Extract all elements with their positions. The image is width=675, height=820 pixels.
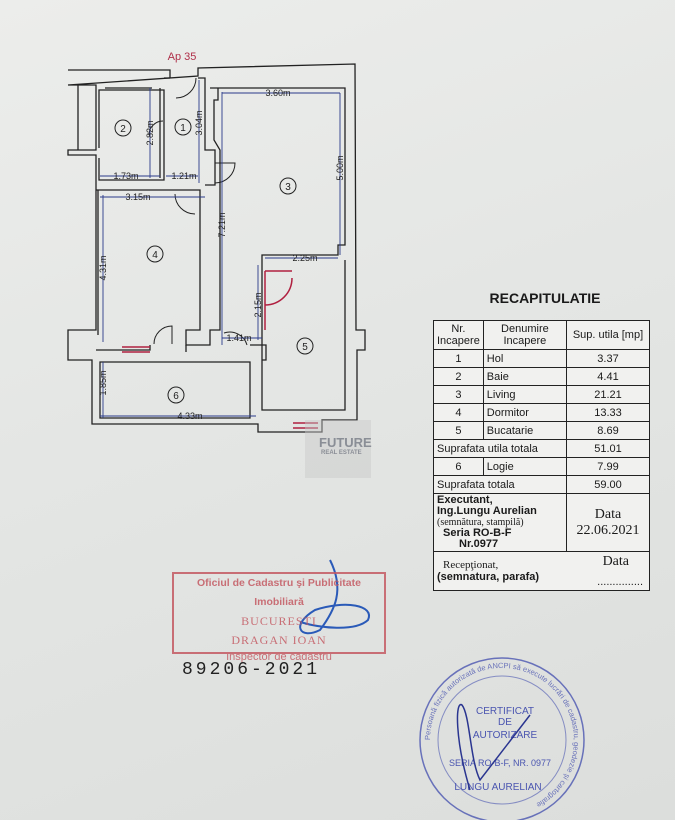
header-name: Denumire Incapere: [482, 320, 568, 350]
certificate-stamp: Persoană fizică autorizată de ANCPI să e…: [419, 657, 585, 820]
executant-nr: Nr.0977: [459, 538, 499, 550]
dim-living-height: 5.00m: [335, 155, 345, 180]
useful-total-value: 51.01: [566, 439, 650, 458]
dim-passage-width: 1.41m: [226, 333, 251, 343]
total-label: Suprafata totala: [433, 475, 567, 494]
walls: [67, 63, 366, 433]
date-label: Data: [594, 506, 622, 522]
doors: [148, 77, 248, 346]
dim-living-depth: 7.21m: [217, 212, 227, 237]
received-row: Recepţionat, (semnatura, parafa) Data ..…: [433, 551, 650, 591]
dim-kitchen-width: 2.25m: [292, 253, 317, 263]
room-number-1: 1: [180, 123, 186, 134]
signature-certificate: [456, 703, 531, 791]
cell-area: 4.41: [566, 367, 650, 386]
ocpi-stamp: Oficiul de Cadastru şi Publicitate Imobi…: [172, 572, 386, 663]
dim-bath-height: 2.82m: [145, 120, 155, 145]
apartment-label: Ap 35: [168, 51, 197, 63]
cell-area: 3.37: [566, 349, 650, 368]
ocpi-line-3: DRAGAN IOAN: [231, 633, 327, 647]
cell-name: Dormitor: [482, 403, 568, 422]
cell-name: Hol: [482, 349, 568, 368]
cell-name: Baie: [482, 367, 568, 386]
stamp-line-5: LUNGU AURELIAN: [454, 782, 541, 793]
received-date-label: Data: [602, 554, 629, 569]
header-nr: Nr. Incapere: [433, 320, 484, 350]
cell-nr: 2: [433, 367, 484, 386]
received-date-value: ...............: [597, 576, 643, 588]
dim-hall-width: 1.21m: [171, 171, 196, 181]
cell-name: Logie: [482, 457, 568, 476]
room-number-6: 6: [173, 391, 179, 402]
cell-area: 13.33: [566, 403, 650, 422]
room-number-4: 4: [152, 250, 158, 261]
room-number-2: 2: [120, 124, 126, 135]
executant-series: Seria RO-B-F: [443, 527, 512, 539]
room-number-3: 3: [285, 182, 291, 193]
dim-living-width: 3.60m: [265, 88, 290, 98]
dim-loggia-height: 1.85m: [98, 370, 108, 395]
recap-title: RECAPITULATIE: [489, 290, 601, 306]
stamp-line-1: CERTIFICAT: [476, 706, 534, 717]
cell-area: 7.99: [566, 457, 650, 476]
recap-table: Nr. Incapere Denumire Incapere Sup. util…: [433, 320, 650, 591]
dim-bedroom-width: 3.15m: [125, 192, 150, 202]
dim-bath-width: 1.73m: [113, 171, 138, 181]
watermark-line-1: FUTURE: [319, 435, 372, 450]
dim-loggia-width: 4.33m: [177, 411, 202, 421]
ocpi-line-4: Inspector de cadastru: [226, 651, 332, 663]
executant-date-cell: Data 22.06.2021: [566, 493, 650, 552]
dimension-lines: [100, 80, 341, 418]
received-sign-label: (semnatura, parafa): [437, 571, 540, 583]
date-value: 22.06.2021: [576, 522, 640, 538]
executant-label: Executant,: [437, 494, 493, 506]
cell-nr: 4: [433, 403, 484, 422]
ocpi-line-1: Oficiul de Cadastru şi Publicitate Imobi…: [197, 577, 361, 608]
cell-nr: 1: [433, 349, 484, 368]
cell-nr: 5: [433, 421, 484, 440]
dimension-labels: 3.60m 5.00m 2.82m 3.04m 1.73m 1.21m 3.15…: [98, 88, 345, 421]
cell-name: Bucatarie: [482, 421, 568, 440]
red-marks: [122, 270, 318, 429]
dim-kitchen-height: 2.15m: [253, 292, 263, 317]
registration-number: 89206-2021: [182, 660, 321, 680]
executant-cell: Executant, Ing.Lungu Aurelian (semnătura…: [433, 493, 567, 552]
dim-hall-height: 3.04m: [194, 110, 204, 135]
table-header: Nr. Incapere Denumire Incapere Sup. util…: [433, 320, 650, 350]
received-cell: Recepţionat, (semnatura, parafa) Data ..…: [433, 551, 650, 591]
cell-area: 21.21: [566, 385, 650, 404]
dim-bedroom-height: 4.31m: [98, 255, 108, 280]
room-markers: [114, 118, 314, 404]
received-label: Recepţionat,: [443, 559, 499, 571]
executant-name: Ing.Lungu Aurelian: [437, 505, 537, 517]
cell-area: 8.69: [566, 421, 650, 440]
executant-row: Executant, Ing.Lungu Aurelian (semnătura…: [433, 493, 650, 552]
stamp-line-2: DE: [498, 717, 512, 728]
watermark-line-2: REAL ESTATE: [321, 450, 362, 456]
stamp-line-3: AUTORIZARE: [473, 730, 538, 741]
ocpi-line-2: BUCURESTI: [241, 614, 317, 628]
signature-ocpi: [299, 559, 370, 635]
header-area: Sup. utila [mp]: [566, 320, 650, 350]
cell-nr: 3: [433, 385, 484, 404]
cell-nr: 6: [433, 457, 484, 476]
watermark-logo: FUTURE REAL ESTATE: [305, 420, 372, 478]
room-number-5: 5: [302, 342, 308, 353]
total-value: 59.00: [566, 475, 650, 494]
useful-total-label: Suprafata utila totala: [433, 439, 567, 458]
cell-name: Living: [482, 385, 568, 404]
executant-sign-label: (semnătura, stampilă): [437, 517, 524, 528]
stamp-line-4: SERIA RO-B-F, NR. 0977: [449, 758, 551, 768]
